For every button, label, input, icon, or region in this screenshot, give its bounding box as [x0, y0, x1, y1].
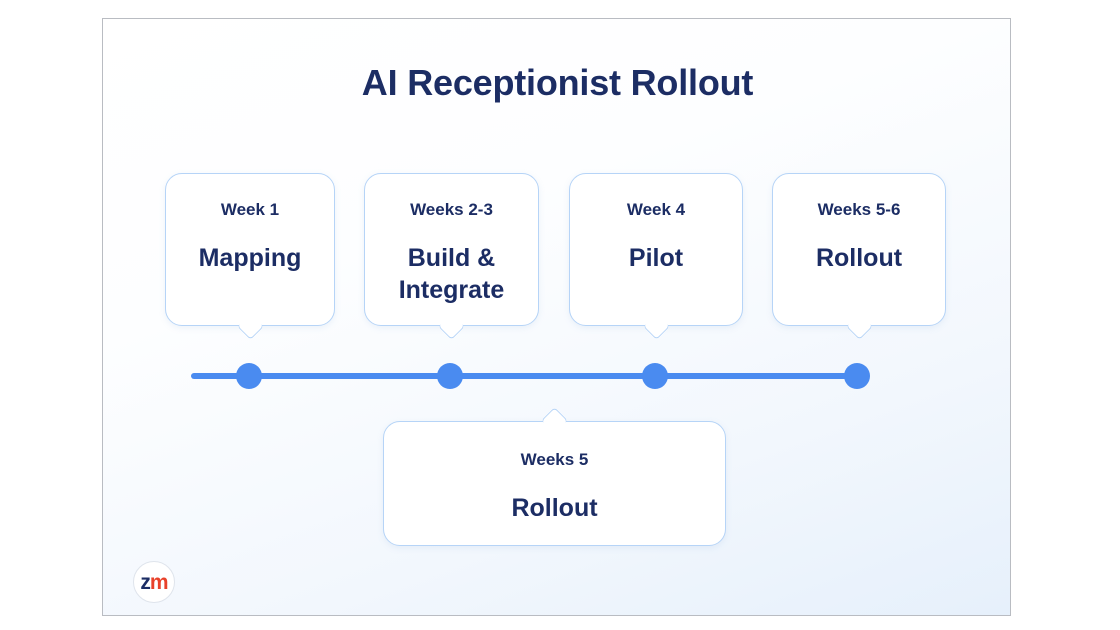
- milestone-period: Weeks 5: [520, 450, 589, 469]
- milestone-label: Mapping: [198, 244, 302, 272]
- milestone-label: Build & Integrate: [398, 244, 505, 304]
- timeline-dot-2[interactable]: [437, 363, 463, 389]
- milestone-period: Week 1: [220, 200, 280, 219]
- milestone-label: Rollout: [511, 494, 598, 522]
- slide-canvas: AI Receptionist Rollout Week 1 Mapping W…: [102, 18, 1011, 616]
- milestone-period: Week 4: [626, 200, 686, 219]
- timeline-dot-4[interactable]: [844, 363, 870, 389]
- milestone-card-2[interactable]: Weeks 2-3 Build & Integrate: [364, 173, 539, 326]
- milestone-card-1[interactable]: Week 1 Mapping: [165, 173, 335, 326]
- milestone-period: Weeks 2-3: [410, 200, 493, 219]
- brand-logo: zm: [133, 561, 175, 603]
- page-title: AI Receptionist Rollout: [361, 62, 754, 103]
- timeline-dot-1[interactable]: [236, 363, 262, 389]
- timeline-dot-3[interactable]: [642, 363, 668, 389]
- milestone-period: Weeks 5-6: [817, 200, 901, 219]
- milestone-label: Rollout: [815, 244, 903, 272]
- milestone-card-3[interactable]: Week 4 Pilot: [569, 173, 743, 326]
- milestone-card-4[interactable]: Weeks 5-6 Rollout: [772, 173, 946, 326]
- logo-letter-z: z: [140, 570, 150, 594]
- timeline-axis: [191, 373, 859, 379]
- milestone-label: Pilot: [628, 244, 684, 272]
- logo-letter-m: m: [149, 570, 169, 594]
- milestone-card-bottom[interactable]: Weeks 5 Rollout: [383, 407, 726, 546]
